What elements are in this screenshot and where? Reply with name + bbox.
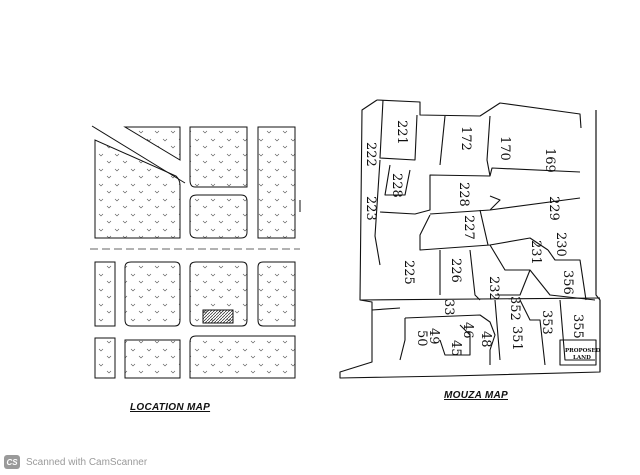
plot-356: 356: [560, 270, 575, 295]
plot-231: 231: [528, 240, 543, 265]
plot-33: 33: [441, 299, 456, 316]
block-bottom-left-center: [124, 261, 181, 327]
plot-227: 227: [461, 215, 476, 240]
plot-45: 45: [448, 340, 463, 357]
plot-50: 50: [414, 330, 429, 347]
plot-230: 230: [553, 232, 568, 257]
plot-169: 169: [542, 148, 557, 173]
plot-226: 226: [448, 258, 463, 283]
plot-49: 49: [426, 328, 441, 345]
plot-351: 351: [509, 326, 524, 351]
plot-228a: 228: [389, 173, 404, 198]
plot-223: 223: [363, 196, 378, 221]
mouza-map-title: MOUZA MAP: [444, 390, 508, 401]
block-top-right: [257, 126, 296, 239]
block-lower-left: [94, 337, 116, 379]
camscanner-logo-icon: CS: [4, 455, 20, 469]
plot-221: 221: [394, 120, 409, 145]
block-top-left: [94, 139, 181, 239]
plot-353: 353: [539, 310, 554, 335]
plot-170: 170: [497, 136, 512, 161]
plot-232: 232: [486, 276, 501, 301]
plot-46: 46: [460, 322, 475, 339]
plot-48: 48: [478, 331, 493, 348]
proposed-land-label-line1: PROPOSED: [565, 348, 601, 354]
plot-229: 229: [546, 196, 561, 221]
proposed-land-label-line2: LAND: [573, 355, 591, 361]
plot-228: 228: [456, 182, 471, 207]
plot-225: 225: [401, 260, 416, 285]
mouza-outer-boundary: [339, 99, 601, 379]
plot-352: 352: [507, 296, 522, 321]
camscanner-watermark: CS Scanned with CamScanner: [4, 455, 147, 469]
plot-172: 172: [458, 126, 473, 151]
plot-355: 355: [570, 314, 585, 339]
block-lower-left-center: [124, 339, 181, 379]
block-top-diagonal: [123, 126, 181, 161]
block-bottom-left: [94, 261, 116, 327]
block-top-middle: [189, 126, 248, 188]
watermark-text: Scanned with CamScanner: [26, 456, 148, 468]
block-lower-right: [189, 335, 296, 379]
block-bottom-right: [257, 261, 296, 327]
location-map-title: LOCATION MAP: [130, 402, 211, 413]
plot-222: 222: [363, 142, 378, 167]
block-mid-middle: [189, 194, 248, 239]
proposed-site-marker: [202, 309, 234, 324]
